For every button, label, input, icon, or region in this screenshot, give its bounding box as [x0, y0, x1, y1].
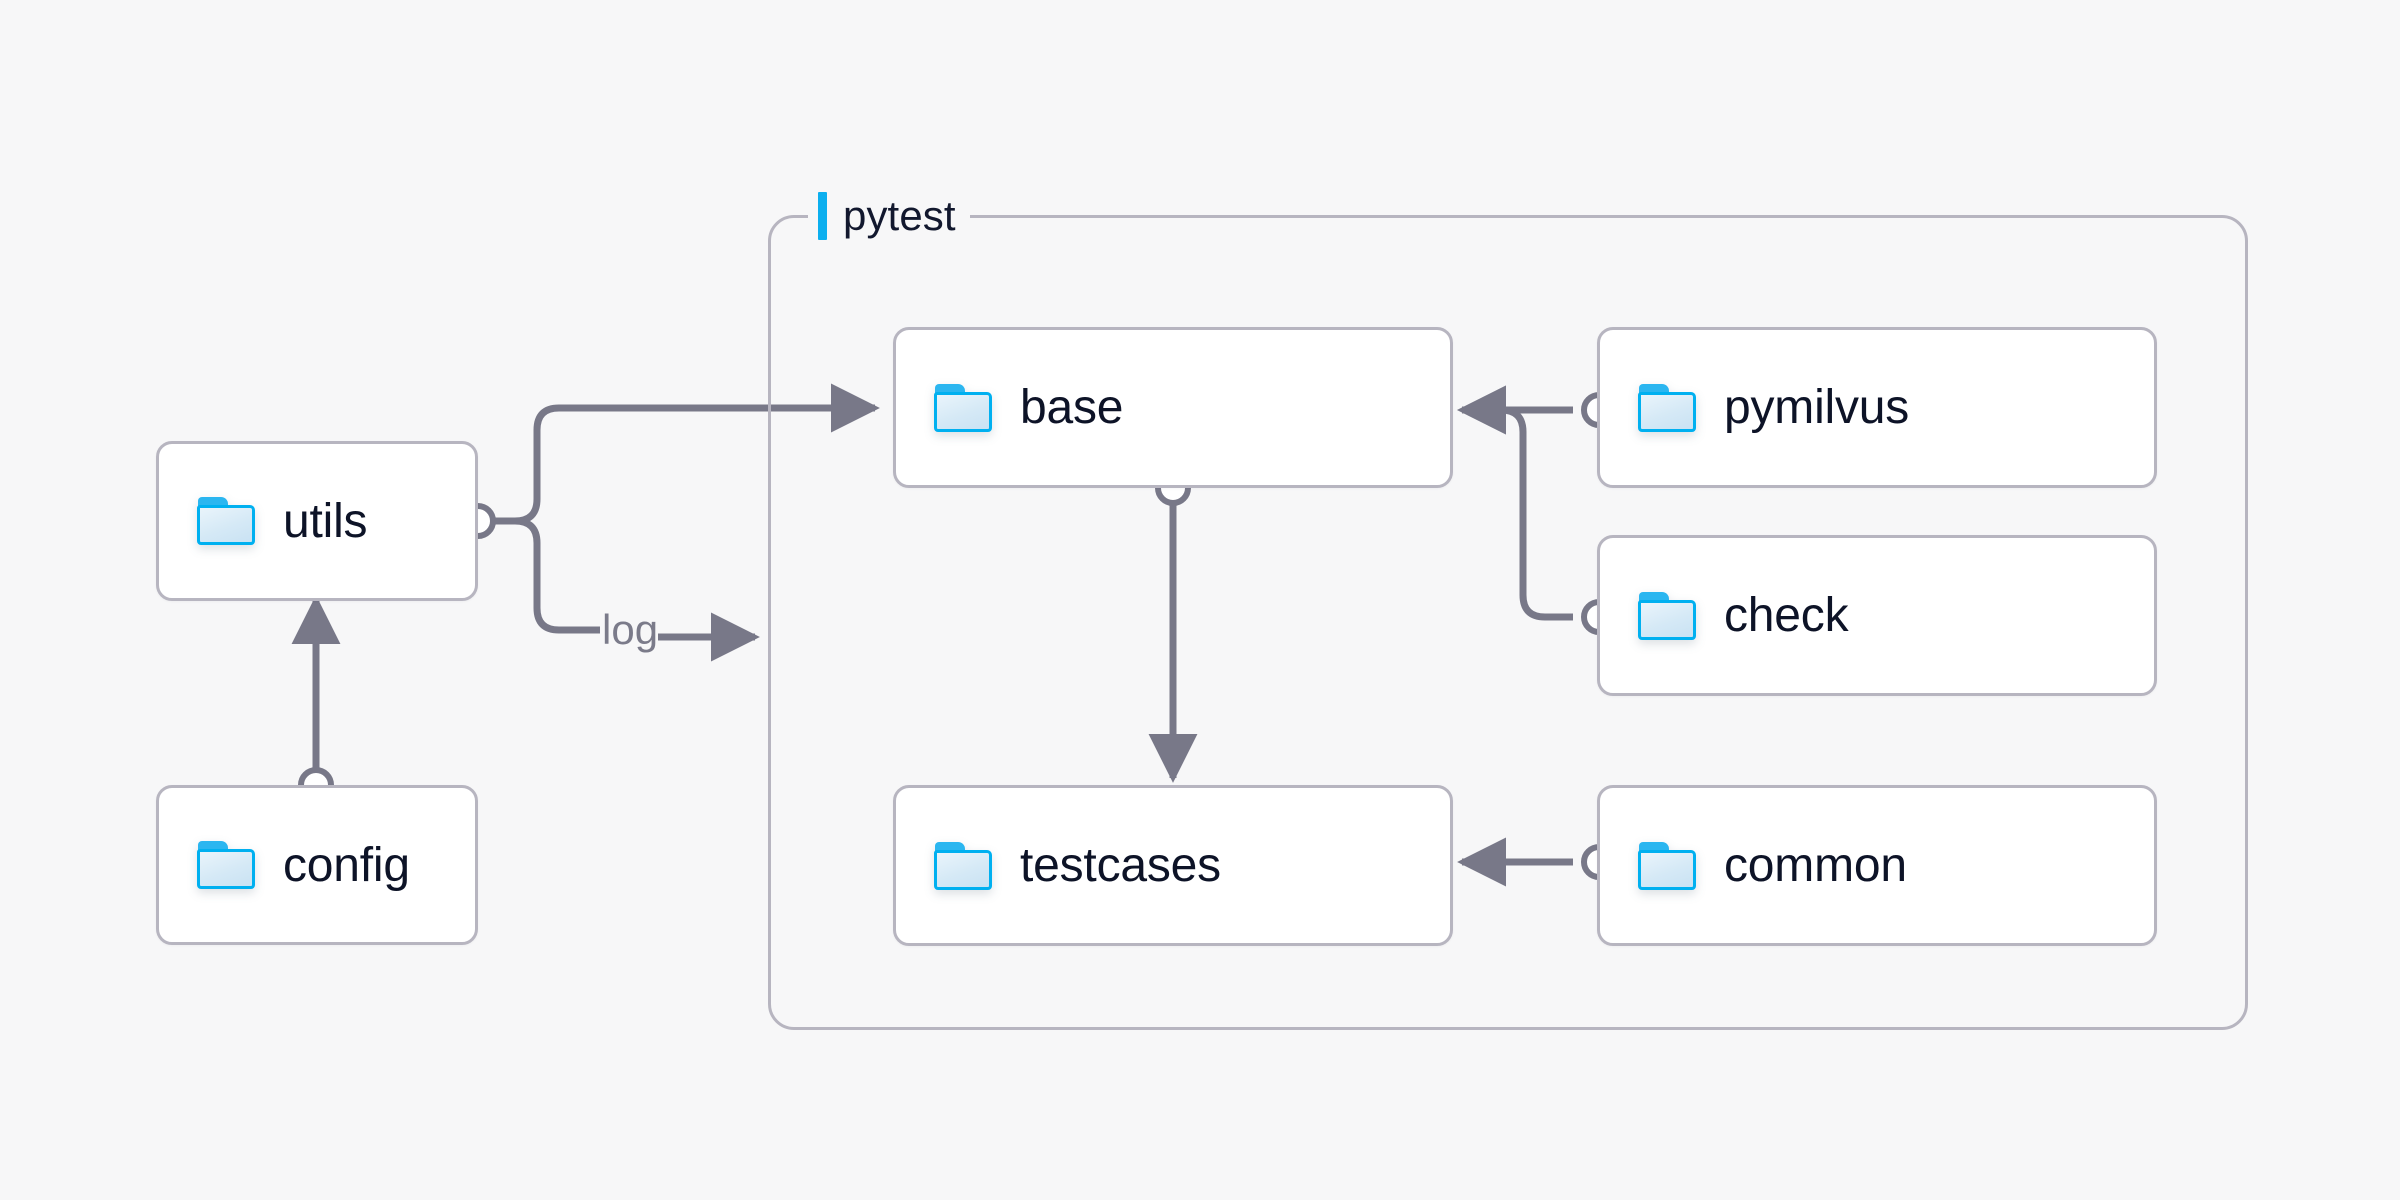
- group-accent-bar-icon: [818, 192, 827, 240]
- node-utils-label: utils: [283, 494, 368, 548]
- folder-icon: [197, 497, 255, 545]
- folder-icon: [934, 383, 992, 432]
- node-pymilvus-content: pymilvus: [1600, 380, 1909, 435]
- node-utils[interactable]: utils: [156, 441, 478, 601]
- group-pytest-label-text: pytest: [843, 192, 956, 239]
- node-base-content: base: [896, 380, 1123, 435]
- folder-icon: [1638, 841, 1696, 890]
- group-pytest[interactable]: [768, 215, 2248, 1030]
- folder-icon: [197, 841, 255, 889]
- node-config[interactable]: config: [156, 785, 478, 945]
- node-pymilvus-label: pymilvus: [1724, 381, 1910, 434]
- node-pymilvus[interactable]: pymilvus: [1597, 327, 2157, 488]
- node-config-content: config: [159, 838, 410, 893]
- node-common-label: common: [1724, 839, 1907, 892]
- node-testcases-label: testcases: [1020, 839, 1221, 892]
- node-base-label: base: [1020, 381, 1124, 434]
- folder-icon: [934, 841, 992, 890]
- node-testcases[interactable]: testcases: [893, 785, 1453, 946]
- folder-icon: [1638, 591, 1696, 640]
- folder-icon: [1638, 383, 1696, 432]
- node-config-label: config: [283, 838, 410, 892]
- edge-label-log: log: [602, 606, 659, 653]
- node-check-label: check: [1724, 589, 1849, 642]
- node-base[interactable]: base: [893, 327, 1453, 488]
- node-common-content: common: [1600, 838, 1907, 893]
- node-check[interactable]: check: [1597, 535, 2157, 696]
- group-pytest-label: pytest: [808, 188, 970, 244]
- node-common[interactable]: common: [1597, 785, 2157, 946]
- node-testcases-content: testcases: [896, 838, 1221, 893]
- node-check-content: check: [1600, 588, 1849, 643]
- node-utils-content: utils: [159, 494, 368, 549]
